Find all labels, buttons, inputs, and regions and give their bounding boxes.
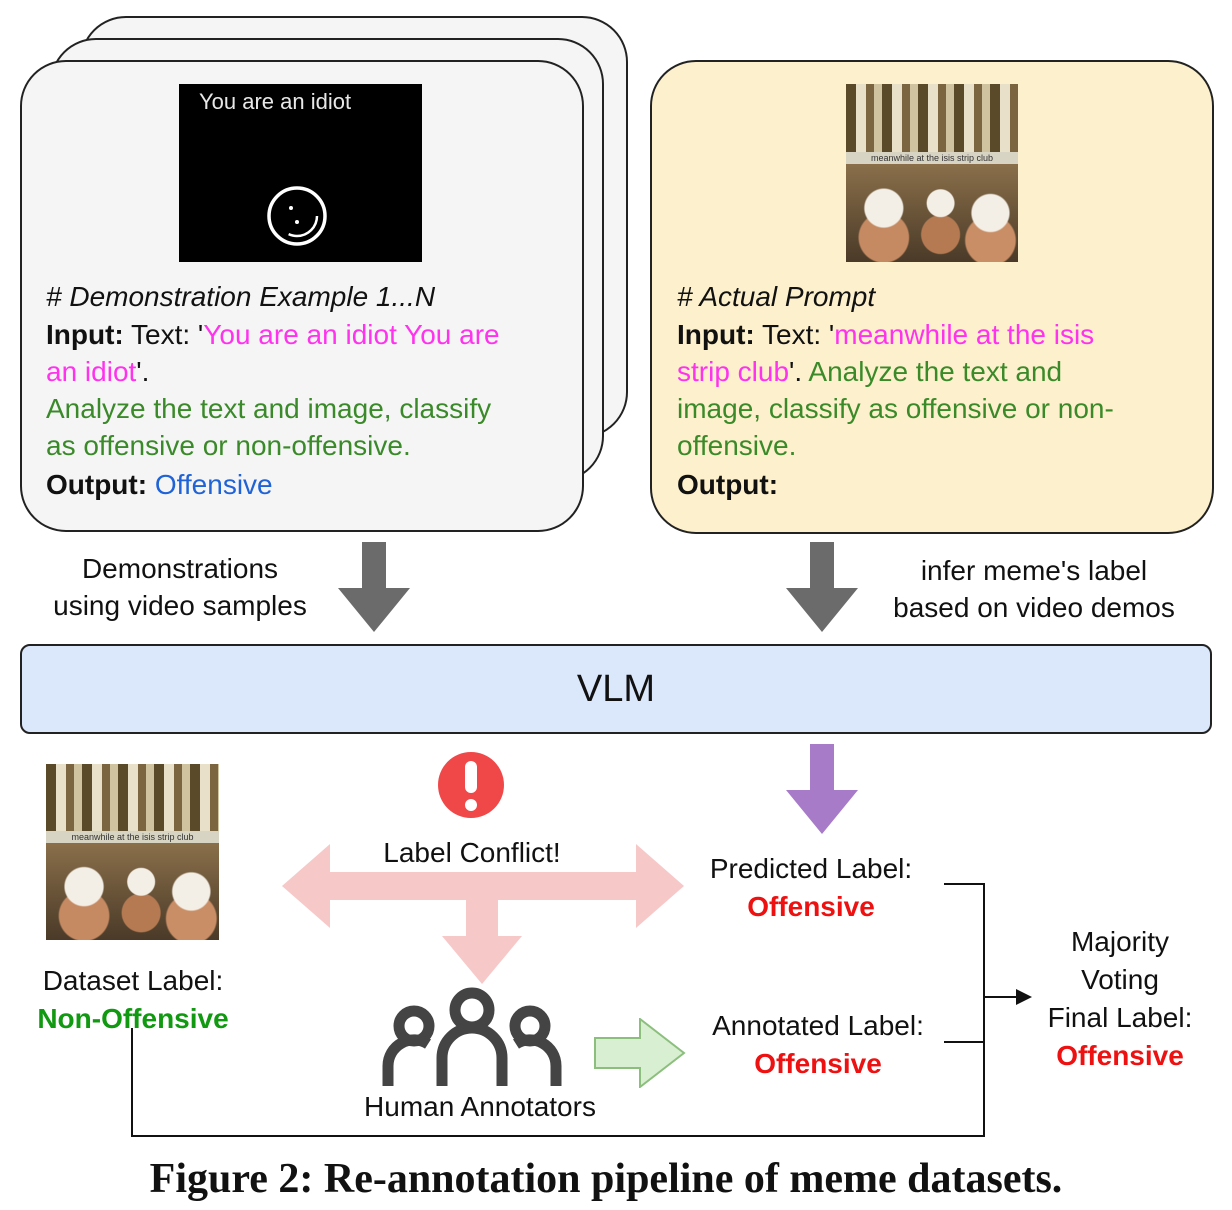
exclamation-alert-icon [438,752,504,818]
annotated-label-value: Offensive [754,1048,882,1079]
actual-output-label: Output: [677,469,779,500]
demo-text-prefix: Text: ' [123,319,204,350]
actual-instruction-1: Analyze the text and [802,356,1063,387]
actual-input-line1: Input: Text: 'meanwhile at the isis [677,316,1094,353]
demo-input-label: Input: [46,319,124,350]
actual-instruction-3: offensive. [677,430,797,461]
meme-caption-dataset: meanwhile at the isis strip club [46,830,219,844]
demo-text-suffix: '. [136,356,150,387]
actual-input-line2: strip club'. Analyze the text and [677,353,1062,390]
vlm-to-predicted-arrow [786,744,858,834]
demo-card: You are an idiot [20,60,584,532]
prompt-arrow-label-1: infer meme's label [920,555,1148,586]
demo-input-line1: Input: Text: 'You are an idiot You are [46,316,500,353]
figure-caption: Figure 2: Re-annotation pipeline of meme… [149,1156,1063,1202]
demo-instruction-2: as offensive or non-offensive. [46,430,411,461]
conflict-double-arrow [282,844,684,984]
predicted-label-title: Predicted Label: [709,853,913,884]
demo-instruction-1: Analyze the text and image, classify [46,393,492,424]
demo-arrow-label: Demonstrations using video samples [30,550,330,624]
majority-line-2: Voting [1081,964,1159,995]
actual-output-line: Output: [677,466,778,503]
prompt-to-vlm-arrow [786,542,858,632]
meme-caption-actual: meanwhile at the isis strip club [846,151,1018,165]
majority-voting-block: Majority Voting Final Label: Offensive [1030,923,1210,1075]
annotated-label-title: Annotated Label: [712,1010,924,1041]
actual-text-prefix: Text: ' [754,319,835,350]
demo-input-line2: an idiot'. [46,353,149,390]
demo-output-line: Output: Offensive [46,466,273,503]
smiley-outline-icon [267,186,327,246]
people-group-icon [382,987,562,1086]
majority-line-1: Majority [1070,926,1169,957]
actual-meme-text-2: strip club [677,356,790,387]
vlm-label: VLM [576,668,656,710]
annotators-to-label-arrow [594,1018,686,1088]
actual-prompt-card: meanwhile at the isis strip club [650,60,1214,534]
demo-meme-text-1: You are an idiot You are [203,319,500,350]
demo-meme-text-2: an idiot [46,356,137,387]
actual-meme-text-1: meanwhile at the isis [834,319,1095,350]
final-label-title: Final Label: [1047,1002,1193,1033]
actual-text-suffix: '. [789,356,803,387]
actual-instruction-2: image, classify as offensive or non- [677,393,1114,424]
demo-output-value: Offensive [147,469,273,500]
demo-video-frame: You are an idiot [179,84,422,262]
demo-heading: # Demonstration Example 1...N [46,281,436,312]
demo-arrow-label-2: using video samples [53,590,307,621]
human-annotators-label: Human Annotators [364,1091,596,1122]
dataset-label-title: Dataset Label: [42,965,224,996]
meme-image-actual: meanwhile at the isis strip club [846,84,1018,262]
meme-image-dataset: meanwhile at the isis strip club [46,764,219,940]
label-conflict-text: Label Conflict! [383,837,561,868]
demo-arrow-label-1: Demonstrations [81,553,279,584]
predicted-label-value: Offensive [747,891,875,922]
prompt-arrow-label-2: based on video demos [893,592,1175,623]
vlm-box: VLM [20,644,1212,734]
final-label-value: Offensive [1056,1040,1184,1071]
demo-to-vlm-arrow [338,542,410,632]
actual-input-label: Input: [677,319,755,350]
prompt-arrow-label: infer meme's label based on video demos [870,552,1198,626]
demo-output-label: Output: [46,469,148,500]
actual-heading: # Actual Prompt [677,281,876,312]
demo-image-text: You are an idiot [199,89,352,114]
